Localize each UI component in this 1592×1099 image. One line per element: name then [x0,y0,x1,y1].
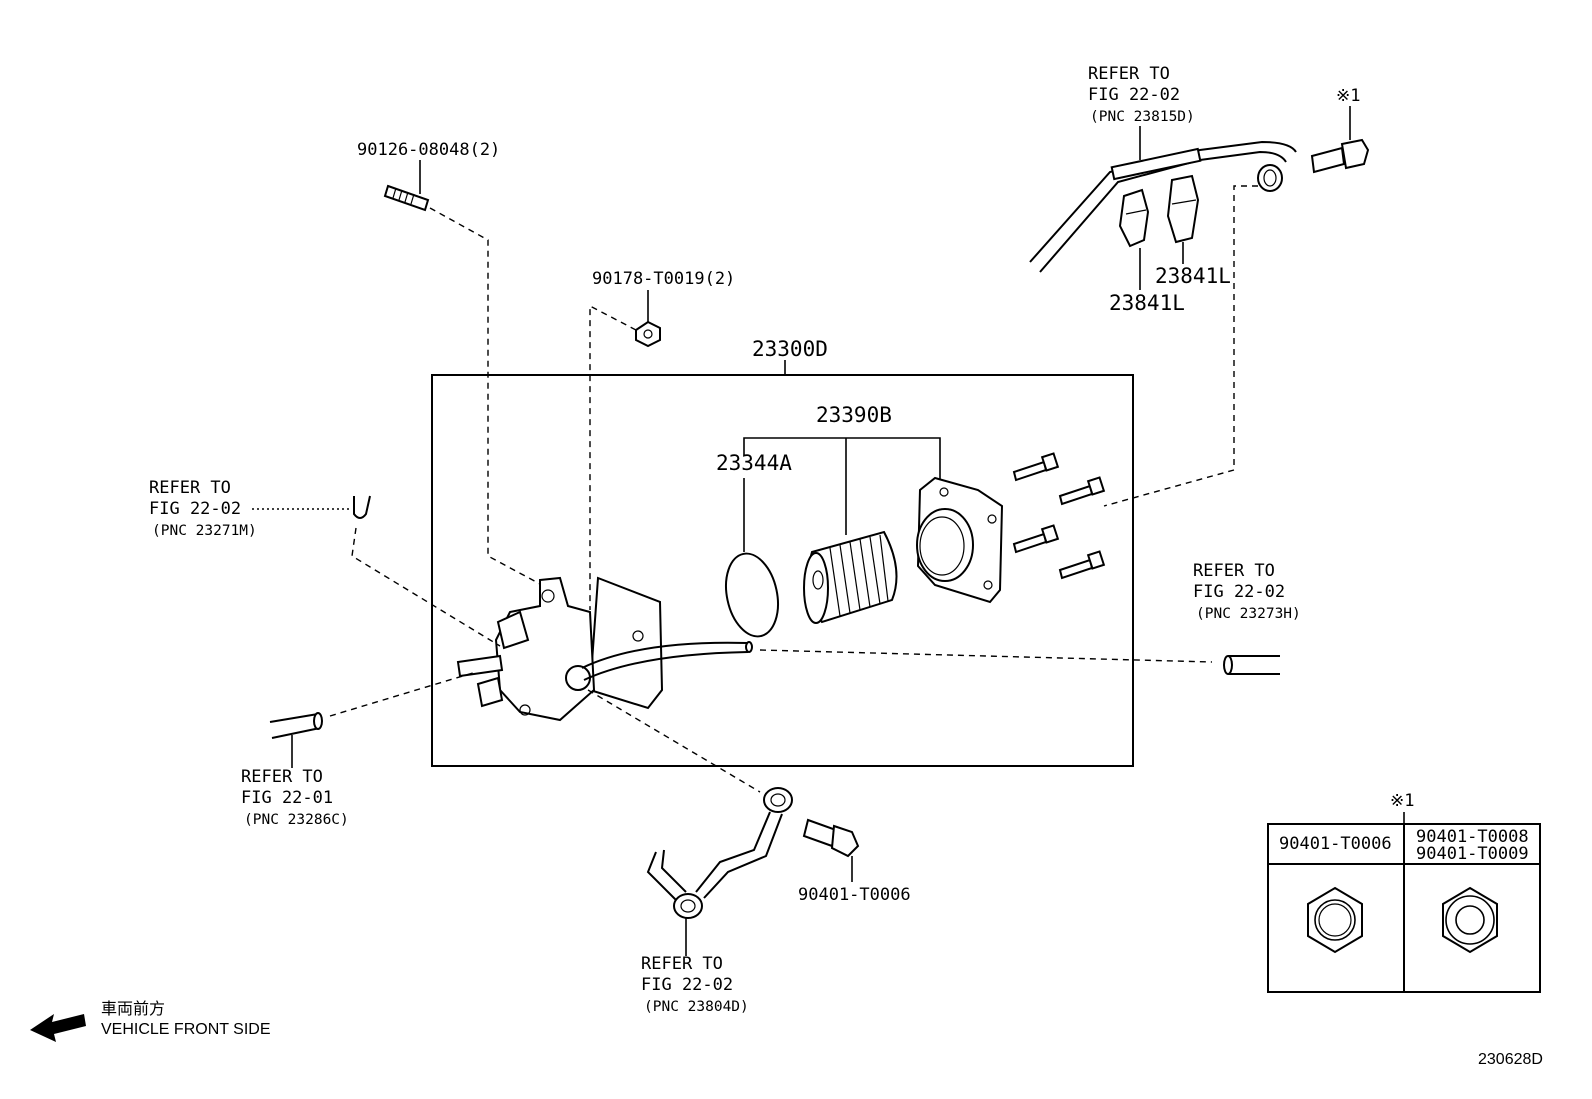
ref-top-line1: REFER TO [1088,64,1170,84]
table-col2-line2: 90401-T0009 [1416,844,1529,864]
table-mark: ※1 [1390,791,1414,811]
hose-bottom-left[interactable] [269,712,323,739]
stud-label[interactable]: 90126-08048(2) [357,140,500,160]
ref-top-line2: FIG 22-02 [1088,85,1180,105]
union-bolt-bottom[interactable] [802,818,860,858]
note-mark-top: ※1 [1336,86,1360,106]
clamp-a-label[interactable]: 23841L [1109,291,1185,315]
filter-cover[interactable] [916,476,1004,604]
table-col2-line1: 90401-T0008 [1416,827,1529,847]
oring-label[interactable]: 23344A [716,451,792,475]
element-label[interactable]: 23390B [816,403,892,427]
cover-bolt-1[interactable] [1012,452,1060,482]
assembly-label[interactable]: 23300D [752,337,828,361]
hose-right[interactable] [1223,655,1280,675]
nut-label[interactable]: 90178-T0019(2) [592,269,735,289]
diagram-id: 230628D [1478,1051,1543,1068]
ref-left-line1: REFER TO [149,478,231,498]
hose-left-top[interactable] [353,495,371,519]
oring-gasket[interactable] [719,549,785,642]
front-arrow-icon [30,1014,86,1042]
clamp-b[interactable] [1166,174,1200,244]
cover-bolt-2[interactable] [1058,476,1106,506]
ref-left-line3: (PNC 23271M) [152,523,257,539]
union-bolt-label[interactable]: 90401-T0006 [798,885,911,905]
hex-flange-bolt-icon [1442,886,1498,954]
ref-bottom-line1: REFER TO [641,954,723,974]
cover-bolt-3[interactable] [1012,524,1060,554]
ref-bl-line3: (PNC 23286C) [244,812,349,828]
filter-element[interactable] [803,530,898,624]
hex-bolt-icon [1307,886,1363,954]
fuel-pipe-top[interactable] [1029,140,1297,273]
ref-right-line3: (PNC 23273H) [1196,606,1301,622]
cover-bolt-4[interactable] [1058,550,1106,580]
ref-bottom-line2: FIG 22-02 [641,975,733,995]
clamp-a[interactable] [1118,188,1150,248]
ref-right-line1: REFER TO [1193,561,1275,581]
union-bolt-top[interactable] [1310,138,1370,174]
outlet-pipe[interactable] [581,641,753,681]
ref-bl-line1: REFER TO [241,767,323,787]
nut[interactable] [635,320,661,348]
fuel-pipe-bottom[interactable] [646,787,793,919]
filter-housing[interactable] [456,576,664,722]
ref-bl-line2: FIG 22-01 [241,788,333,808]
ref-left-line2: FIG 22-02 [149,499,241,519]
ref-bottom-line3: (PNC 23804D) [644,999,749,1015]
note-table [1267,823,1541,993]
front-en: VEHICLE FRONT SIDE [101,1021,271,1038]
table-col1: 90401-T0006 [1279,834,1392,854]
assembly-frame [431,374,1134,767]
stud-bolt[interactable] [383,184,430,212]
ref-right-line2: FIG 22-02 [1193,582,1285,602]
front-jp: 車両前方 [101,1000,165,1018]
clamp-b-label[interactable]: 23841L [1155,264,1231,288]
ref-top-line3: (PNC 23815D) [1090,109,1195,125]
